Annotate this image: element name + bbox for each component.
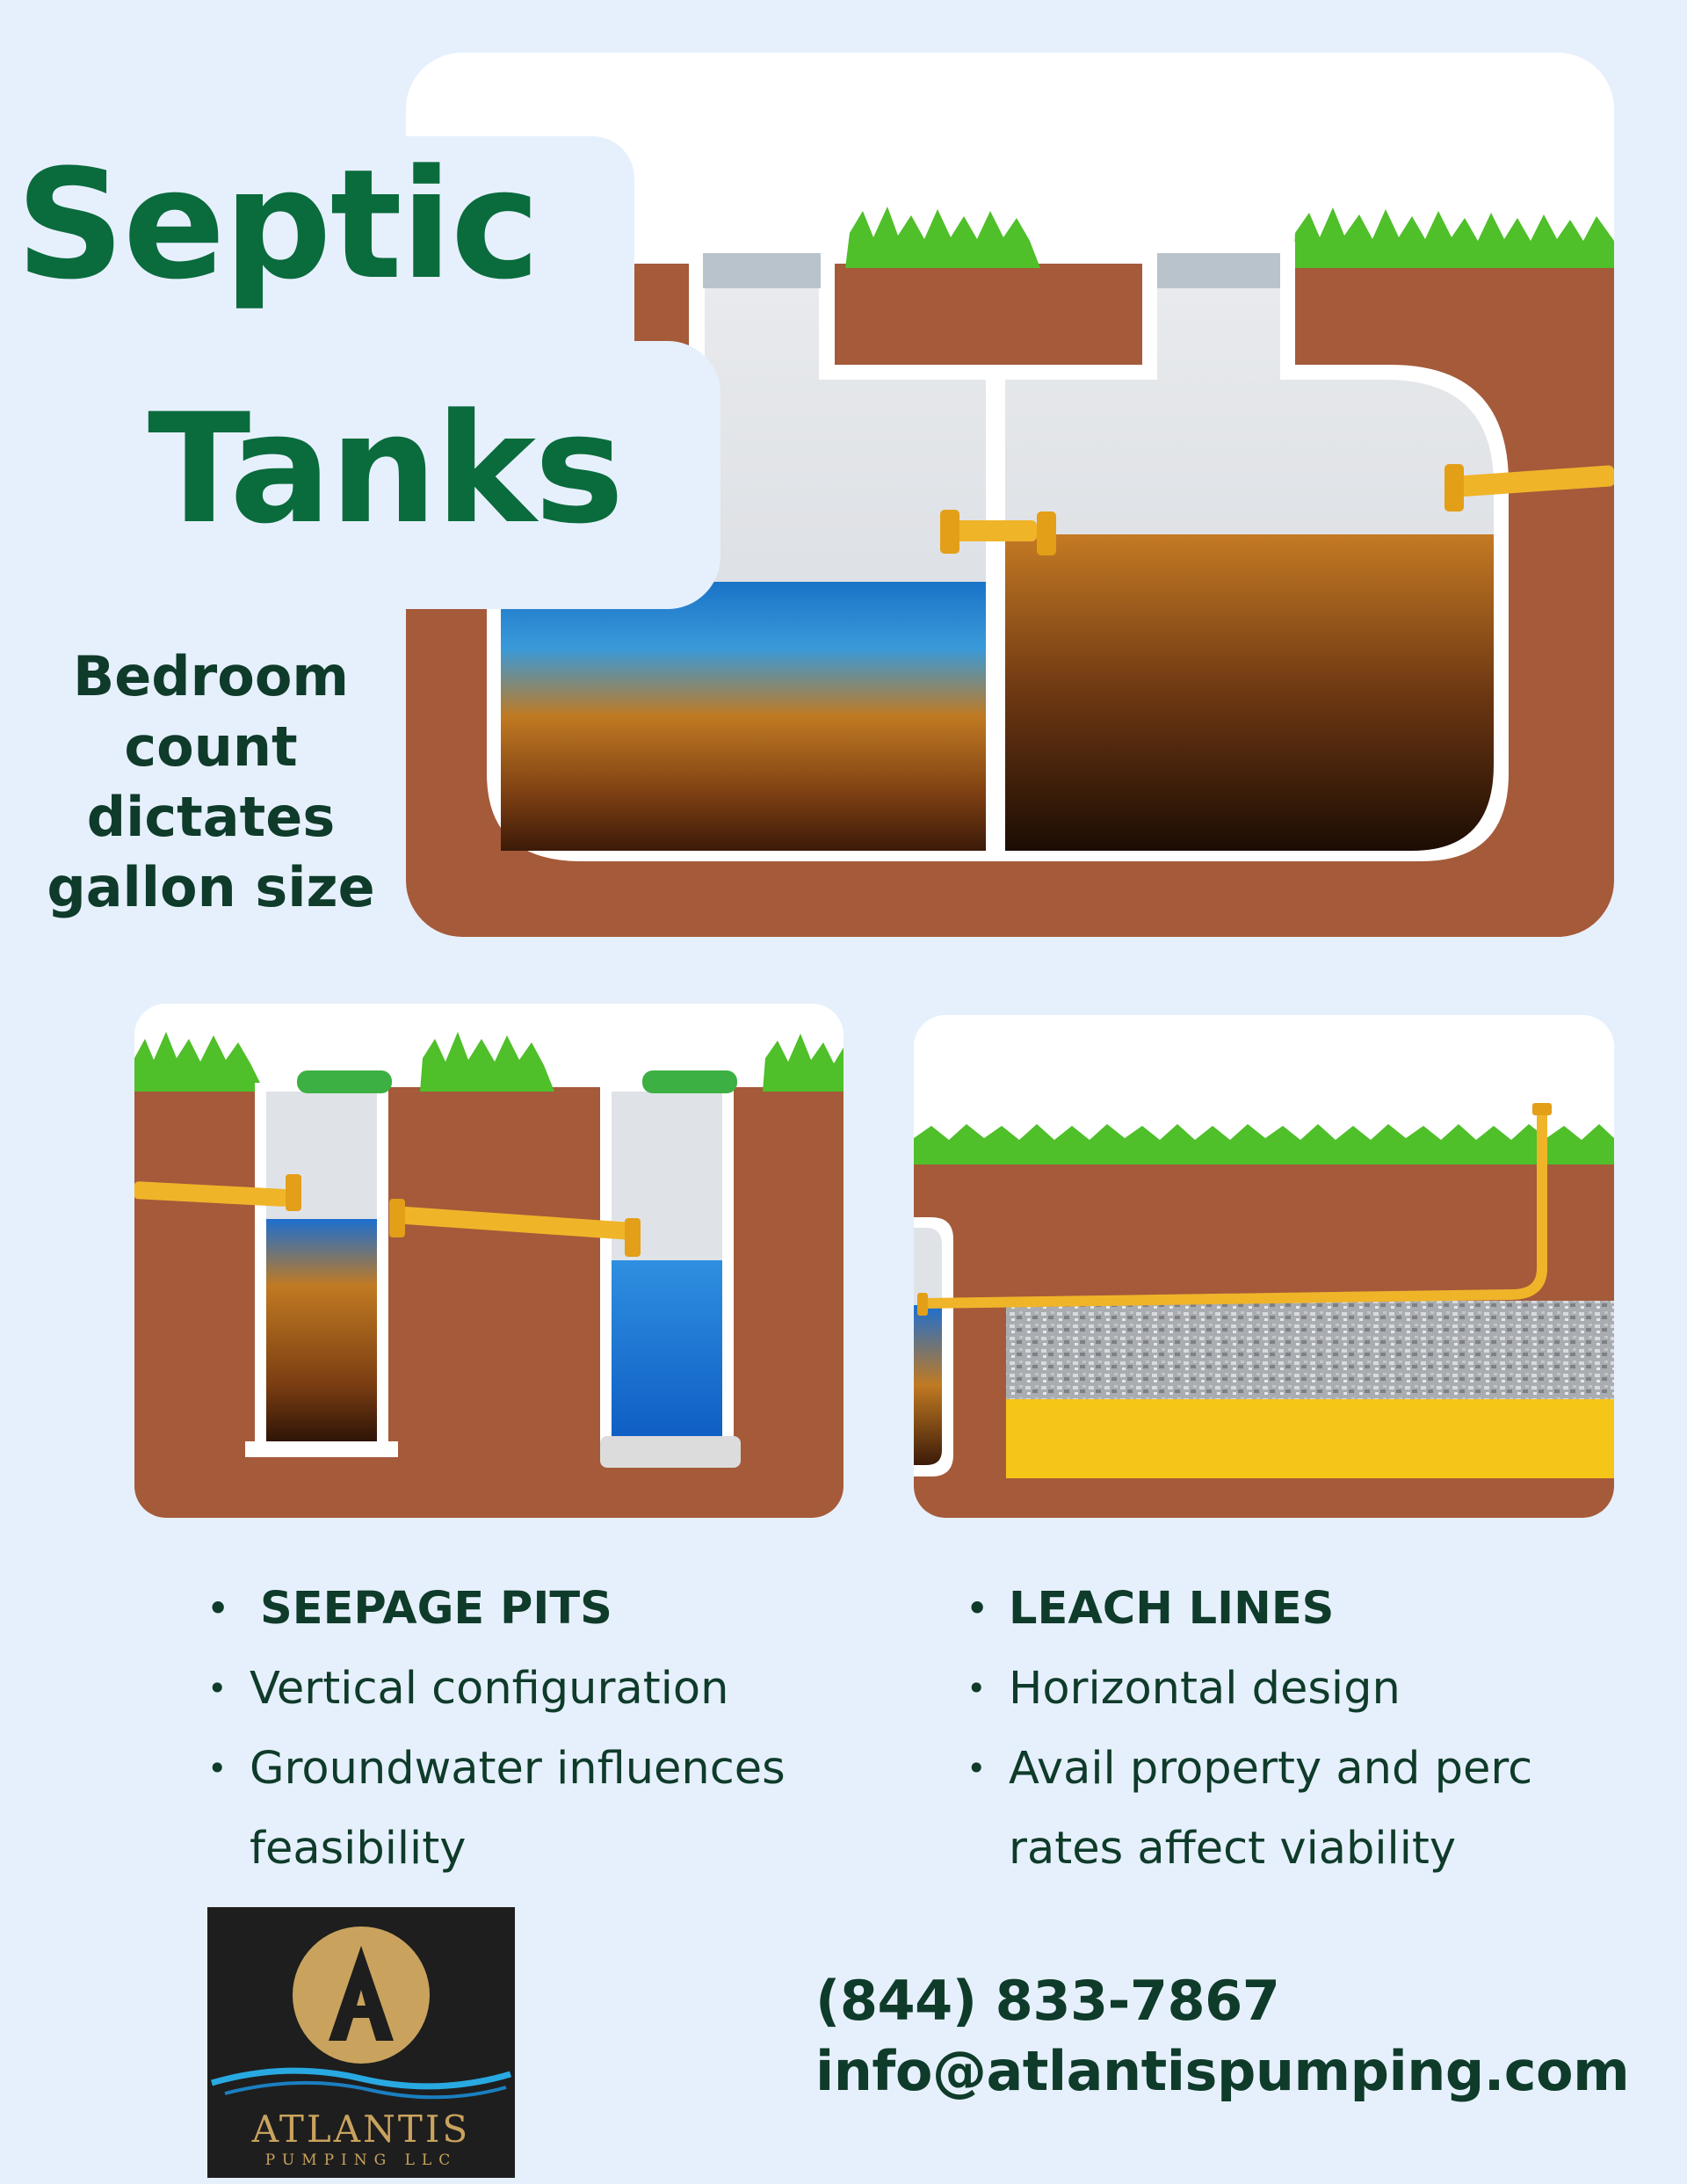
- logo-tagline: PUMPING LLC: [264, 2151, 458, 2169]
- leach-lines-illustration: [914, 1015, 1614, 1518]
- title-septic: Septic: [16, 136, 540, 313]
- leach-lines-heading: LEACH LINES: [1009, 1583, 1335, 1635]
- subtitle: Bedroom count dictates gallon size: [18, 642, 404, 923]
- title-block-top: [0, 136, 634, 347]
- seepage-pits-illustration: [134, 1004, 844, 1518]
- logo-name: ATLANTIS: [251, 2108, 471, 2151]
- list-item-text: Avail property and perc rates affect via…: [1009, 1743, 1533, 1875]
- list-item: Groundwater influences feasibility: [207, 1729, 840, 1889]
- list-heading: SEEPAGE PITS: [207, 1569, 840, 1649]
- subtitle-line: Bedroom: [72, 644, 350, 708]
- phone-number[interactable]: (844) 833-7867: [815, 1969, 1280, 2033]
- title-block-bottom: [0, 341, 720, 609]
- leach-lines-list: LEACH LINES Horizontal design Avail prop…: [967, 1569, 1582, 1889]
- list-item: Vertical configuration: [207, 1649, 840, 1729]
- list-item: Avail property and perc rates affect via…: [967, 1729, 1582, 1889]
- email-address[interactable]: info@atlantispumping.com: [815, 2039, 1630, 2103]
- list-item: Horizontal design: [967, 1649, 1582, 1729]
- subtitle-line: gallon size: [47, 855, 375, 919]
- septic-tank-illustration: [406, 53, 1614, 937]
- seepage-pits-heading: SEEPAGE PITS: [260, 1583, 612, 1635]
- subtitle-line: count: [124, 715, 298, 779]
- atlantis-logo: ATLANTIS PUMPING LLC: [207, 1907, 515, 2178]
- subtitle-line: dictates: [86, 785, 336, 849]
- title-tanks: Tanks: [148, 381, 624, 557]
- seepage-pits-list: SEEPAGE PITS Vertical configuration Grou…: [207, 1569, 840, 1889]
- list-item-text: Groundwater influences feasibility: [250, 1743, 786, 1875]
- list-item-text: Horizontal design: [1009, 1663, 1401, 1715]
- list-item-text: Vertical configuration: [250, 1663, 729, 1715]
- list-heading: LEACH LINES: [967, 1569, 1582, 1649]
